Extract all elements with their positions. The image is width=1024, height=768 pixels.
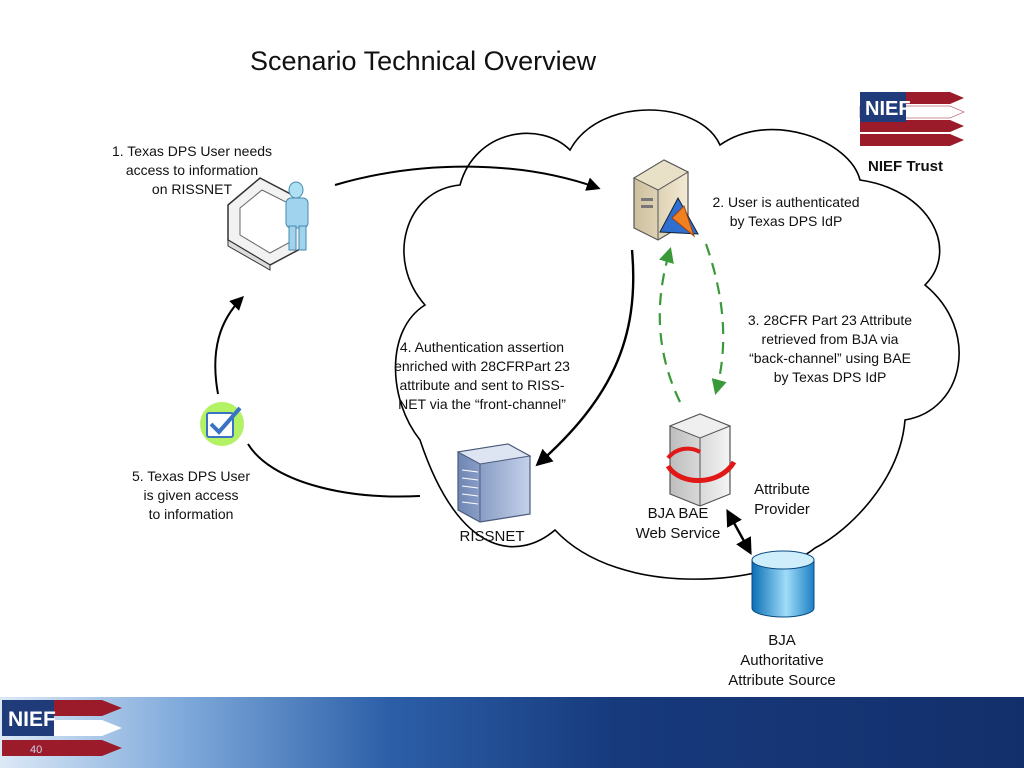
bae-line: Web Service [635, 525, 721, 542]
step5-line: 5. Texas DPS User [131, 468, 250, 484]
arrow-check-to-user [214, 296, 244, 395]
step3-line: “back-channel” using BAE [749, 350, 911, 366]
rissnet-server-icon [456, 443, 532, 523]
step1-line: on RISSNET [151, 181, 233, 197]
step4-line: enriched with 28CFRPart 23 [394, 358, 570, 374]
arrow-idp-to-rissnet [535, 249, 635, 467]
rissnet-label: RISSNET [459, 528, 525, 545]
step3-line: retrieved from BJA via [761, 331, 899, 347]
step3-line: by Texas DPS IdP [773, 369, 887, 385]
step2-label: 2. User is authenticated by Texas DPS Id… [700, 193, 872, 231]
attribute-source-label: BJA Authoritative Attribute Source [712, 631, 852, 691]
step4-line: NET via the “front-channel” [398, 396, 566, 412]
step5-line: to information [148, 506, 234, 522]
step2-line: 2. User is authenticated [712, 194, 860, 210]
bae-label: BJA BAE Web Service [626, 504, 730, 544]
nief-logo: NIEF [859, 90, 965, 150]
step1-label: 1. Texas DPS User needs access to inform… [100, 142, 284, 199]
nief-logo-text: NIEF [865, 98, 911, 120]
attribute-provider-label: Attribute Provider [740, 480, 824, 520]
access-granted-check-icon [200, 402, 244, 446]
footer-logo-text-overlay: NIEF [8, 708, 56, 731]
step1-line: access to information [125, 162, 259, 178]
arrow-rissnet-to-check [247, 443, 421, 498]
footer-bar [0, 697, 1024, 768]
step3-line: 3. 28CFR Part 23 Attribute [747, 312, 913, 328]
attribute-source-line: BJA [768, 632, 796, 649]
step5-label: 5. Texas DPS User is given access to inf… [116, 467, 266, 524]
arrow-bae-source-bidirectional [726, 509, 752, 555]
step2-line: by Texas DPS IdP [729, 213, 843, 229]
page-title: Scenario Technical Overview [250, 46, 597, 76]
attribute-source-line: Authoritative [740, 652, 824, 669]
step4-line: 4. Authentication assertion [399, 339, 565, 355]
nief-trust-caption: NIEF Trust [868, 158, 944, 175]
bae-line: BJA BAE [647, 505, 709, 522]
attribute-source-line: Attribute Source [728, 672, 836, 689]
attribute-provider-line: Provider [754, 501, 810, 518]
step4-label: 4. Authentication assertion enriched wit… [380, 338, 584, 414]
user-workstation-icon [227, 177, 309, 271]
arrow-user-to-idp [334, 165, 601, 191]
step4-line: attribute and sent to RISS- [399, 377, 565, 393]
authoritative-source-database-icon [751, 550, 815, 618]
step1-line: 1. Texas DPS User needs [111, 143, 273, 159]
slide-number: 40 [30, 744, 43, 756]
attribute-provider-line: Attribute [754, 481, 810, 498]
step5-line: is given access [143, 487, 239, 503]
step3-label: 3. 28CFR Part 23 Attribute retrieved fro… [733, 311, 927, 387]
idp-server-icon [632, 159, 699, 241]
footer-logo-overlay: NIEF [2, 700, 122, 756]
bae-web-service-icon [665, 413, 737, 507]
